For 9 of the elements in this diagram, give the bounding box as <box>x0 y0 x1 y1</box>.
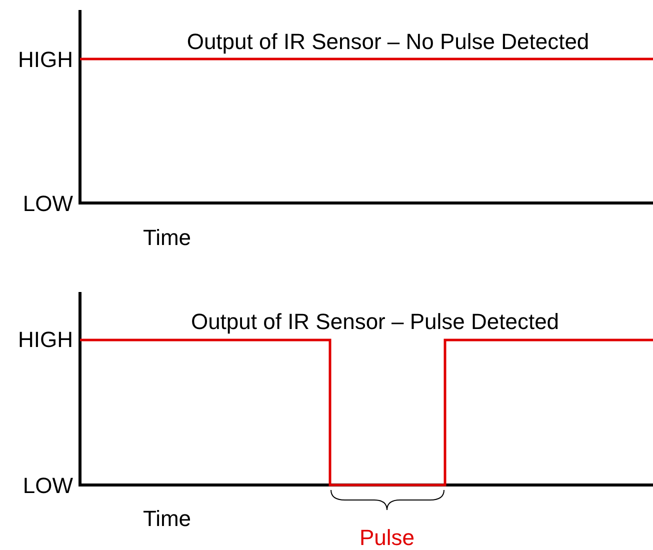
chart-title: Output of IR Sensor – No Pulse Detected <box>186 31 590 53</box>
signal-level-label: HIGH <box>18 49 73 71</box>
chart-title: Output of IR Sensor – Pulse Detected <box>190 311 560 333</box>
signal-level-label: HIGH <box>18 329 73 351</box>
axis-label: Time <box>142 227 192 249</box>
axis-label: Time <box>142 508 192 530</box>
signal-level-label: LOW <box>22 475 73 497</box>
signal-level-label: LOW <box>22 193 73 215</box>
pulse-label: Pulse <box>359 527 415 549</box>
